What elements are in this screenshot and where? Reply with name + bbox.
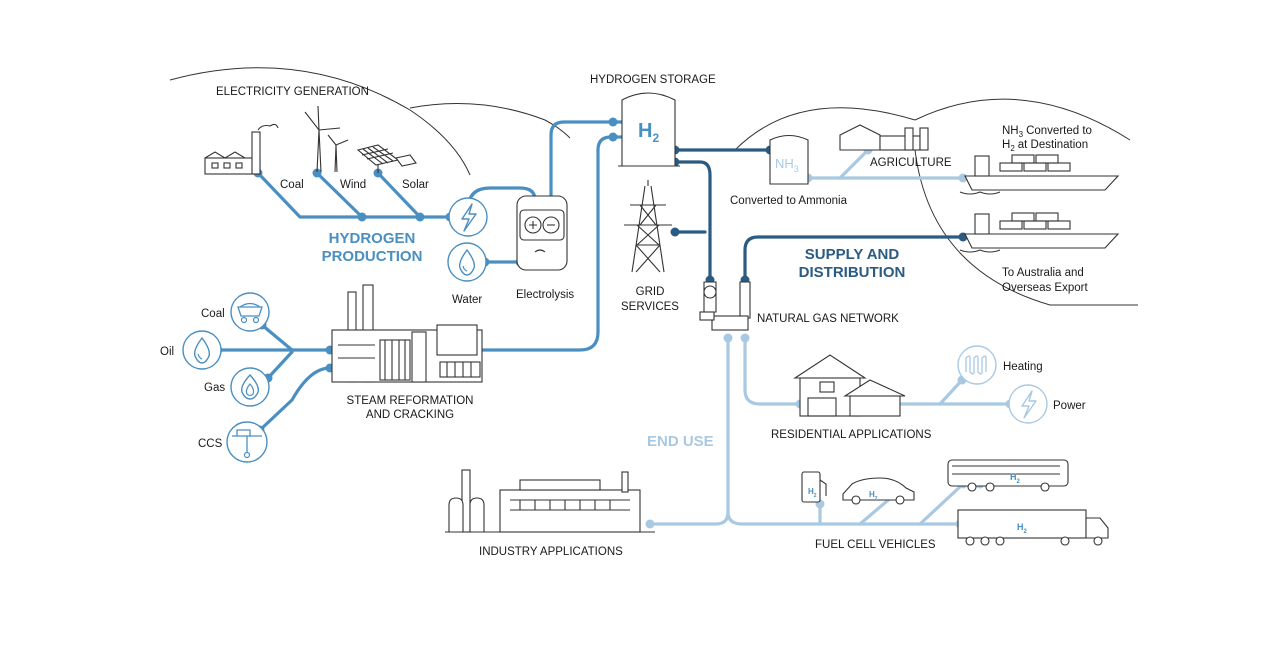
hydrogen-production-heading-line2: PRODUCTION: [322, 248, 423, 265]
export-ship-upper: [959, 154, 1120, 195]
water-drop-icon: [447, 242, 487, 282]
hydrogen-storage-label: HYDROGEN STORAGE: [590, 74, 716, 86]
electricity-generation-label: ELECTRICITY GENERATION: [216, 86, 369, 98]
residential-house: [793, 354, 906, 417]
solar-panels: [356, 144, 417, 173]
hydrogen-storage-tank: [618, 92, 680, 167]
oil-label: Oil: [160, 346, 174, 358]
coal-feed-label: Coal: [201, 308, 225, 320]
power-label: Power: [1053, 400, 1086, 412]
supply-distribution-heading-line2: DISTRIBUTION: [799, 264, 906, 281]
industry-plant: [445, 469, 655, 533]
gas-flame-icon: [230, 367, 270, 407]
coal-cart-icon: [230, 292, 270, 332]
export-label-line2: Overseas Export: [1002, 282, 1088, 294]
pump-h2-mark: H2: [808, 487, 817, 499]
fuel-cell-vehicles-label: FUEL CELL VEHICLES: [815, 539, 936, 551]
ccs-label: CCS: [198, 438, 223, 450]
fuel-cell-car: [842, 477, 915, 505]
power-icon: [1008, 384, 1048, 424]
solar-label: Solar: [402, 179, 429, 191]
agriculture-label: AGRICULTURE: [870, 157, 952, 169]
steam-reformation-label-line2: AND CRACKING: [366, 409, 454, 421]
gas-label: Gas: [204, 382, 225, 394]
natural-gas-network-label: NATURAL GAS NETWORK: [757, 313, 899, 325]
fuel-cell-truck: [957, 509, 1109, 546]
water-label: Water: [452, 294, 482, 306]
truck-h2-mark: H2: [1017, 522, 1028, 535]
ccs-icon: [226, 421, 268, 463]
steam-reformation-label-line1: STEAM REFORMATION: [347, 395, 474, 407]
hydrogen-production-heading-line1: HYDROGEN: [329, 230, 416, 247]
supply-distribution-heading-line1: SUPPLY AND: [805, 246, 900, 263]
agriculture-farm: [839, 124, 929, 151]
distribution-pipes: [673, 148, 965, 282]
background-hills: [169, 67, 1138, 306]
steam-reformation-plant: [331, 284, 483, 383]
heating-coil-icon: [957, 345, 997, 385]
wind-label: Wind: [340, 179, 366, 191]
electrolysis-label: Electrolysis: [516, 289, 574, 301]
oil-drop-icon: [182, 330, 222, 370]
h2-formula: H2: [638, 120, 659, 145]
coal-power-label: Coal: [280, 179, 304, 191]
fuel-cell-bus: [947, 459, 1069, 492]
ammonia-tank: [769, 134, 809, 185]
export-label-line1: To Australia and: [1002, 267, 1084, 279]
lightning-icon: [448, 197, 488, 237]
hydrogen-pump: [801, 471, 827, 503]
nh3-formula: NH3: [775, 156, 799, 174]
electrolysis-unit: [516, 195, 568, 271]
wind-turbines: [304, 105, 349, 173]
grid-pylon: [624, 180, 672, 273]
coal-power-plant: [204, 123, 279, 175]
heating-label: Heating: [1003, 361, 1043, 373]
production-pipes: [216, 120, 624, 432]
industry-applications-label: INDUSTRY APPLICATIONS: [479, 546, 623, 558]
grid-services-label-line2: SERVICES: [621, 301, 679, 313]
bus-h2-mark: H2: [1010, 472, 1021, 485]
residential-applications-label: RESIDENTIAL APPLICATIONS: [771, 429, 932, 441]
grid-services-label-line1: GRID: [636, 286, 665, 298]
production-nodes: [213, 117, 618, 435]
end-use-pipes: [648, 148, 1012, 526]
converted-to-ammonia-label: Converted to Ammonia: [730, 195, 848, 207]
natural-gas-valve: [699, 281, 751, 331]
car-h2-mark: H2: [869, 490, 878, 502]
export-ship-lower: [959, 212, 1120, 253]
end-use-heading: END USE: [647, 433, 714, 450]
